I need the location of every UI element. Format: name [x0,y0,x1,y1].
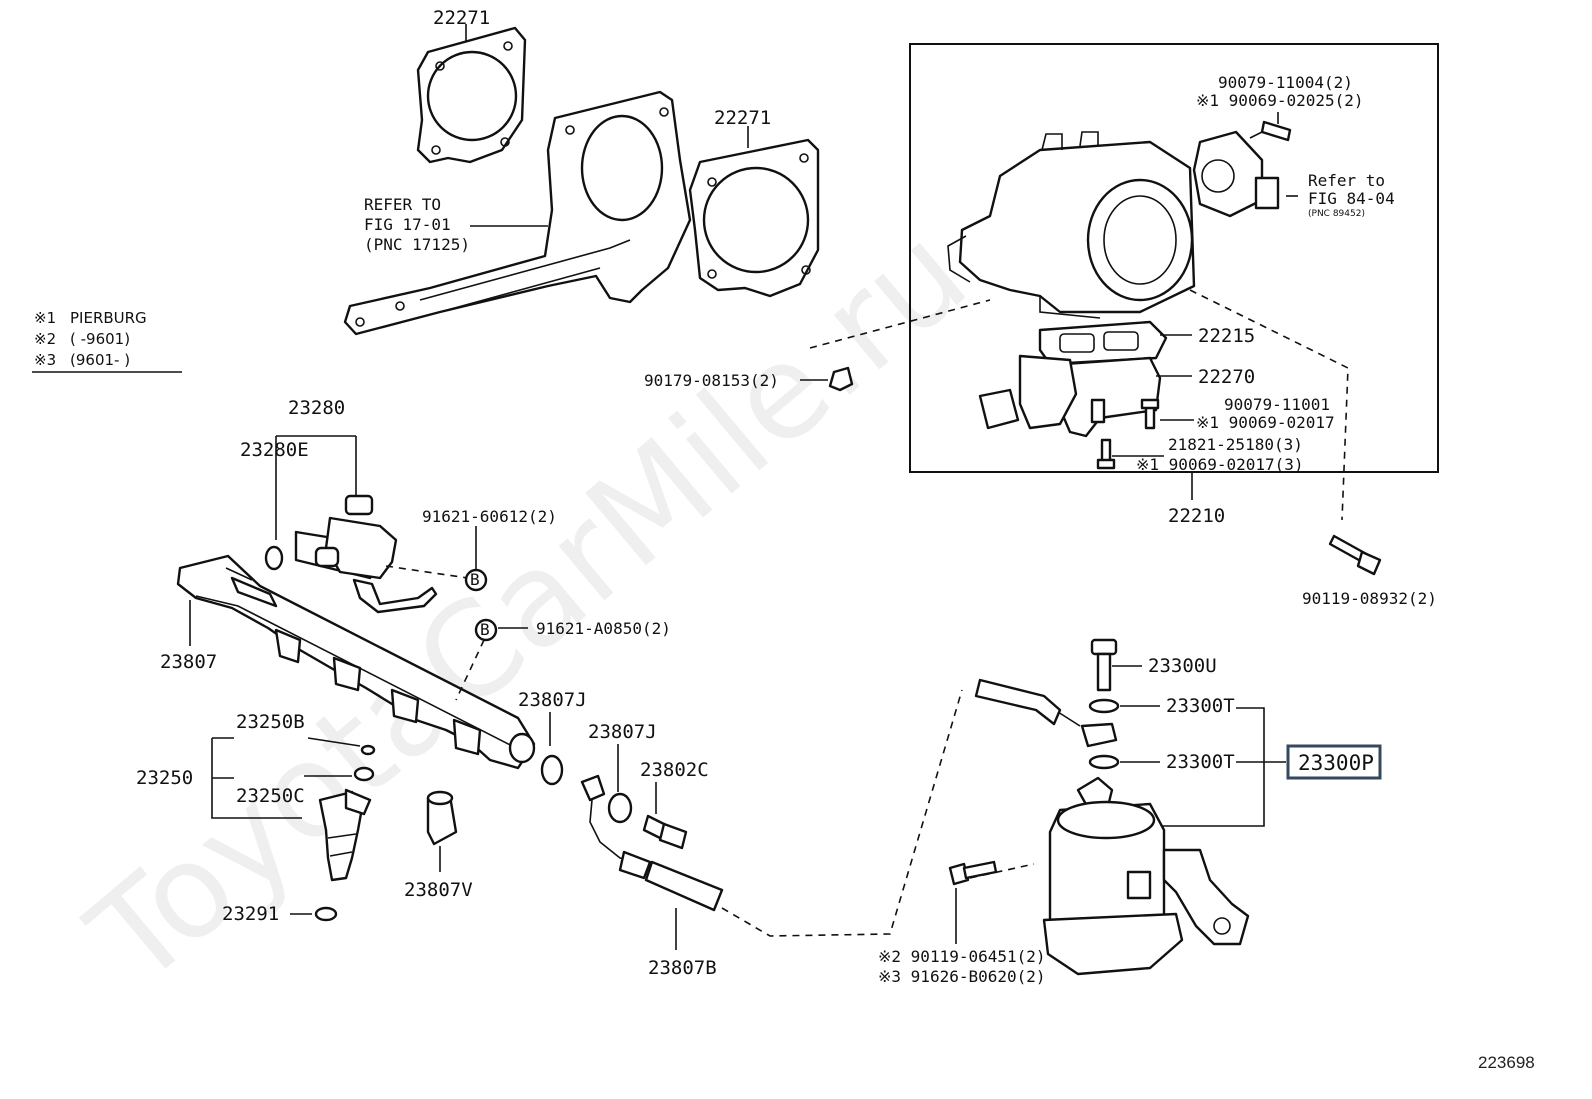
screw-90079-11001 [1140,398,1160,430]
oring-23250C [353,766,375,782]
throttle-position-sensor [1192,130,1280,218]
bracket-23250 [211,738,302,819]
label-23300U: 23300U [1148,655,1217,677]
legend-item-1-text: PIERBURG [70,309,147,327]
gasket-22271-top [416,26,527,164]
injector-23250 [318,788,372,882]
oring-23280E [264,545,284,571]
insulator-23807V [426,790,458,846]
intake-bracket [343,90,692,336]
label-23291: 23291 [222,903,279,925]
nut-90179-08153 [828,366,854,392]
clip-23250B [360,744,376,756]
marker-b-2-label: B [480,620,490,639]
refer-17-line3: (PNC 17125) [364,235,470,254]
oring-23807J-a [540,754,564,786]
label-23250B: 23250B [236,711,305,733]
label-23280E: 23280E [240,439,309,461]
throttle-body-box [909,43,1439,473]
dash-90119-08932 [1189,289,1349,521]
legend-item-1: ※1 [34,309,56,327]
label-23807J-b: 23807J [588,721,657,743]
label-91626-B0620: ※3 91626-B0620(2) [878,967,1046,986]
label-21821-25180: 21821-25180(3) [1168,435,1303,454]
label-22270: 22270 [1198,366,1255,388]
marker-b-1-label: B [470,570,480,589]
washer-23300T-b [1088,754,1120,770]
gasket-22271-right [688,138,820,298]
label-23300T-b: 23300T [1166,751,1235,773]
refer-17-line1: REFER TO [364,195,441,214]
label-90119-08932: 90119-08932(2) [1302,589,1437,608]
legend-item-3: ※3 [34,351,56,369]
label-90069-02017b: ※1 90069-02017(3) [1136,455,1304,474]
label-23807J-a: 23807J [518,689,587,711]
watermark-text: ToyotaCarMile.ru [61,197,994,1014]
label-91621-60612: 91621-60612(2) [422,507,557,526]
bolt-23802C [642,814,688,850]
label-90079-11004: 90079-11004(2) [1218,73,1353,92]
refer-84-line1: Refer to [1308,171,1385,190]
label-23807: 23807 [160,651,217,673]
bolt-23300U [1090,638,1118,692]
label-22210: 22210 [1168,505,1225,527]
label-23250C: 23250C [236,785,305,807]
label-90179-08153: 90179-08153(2) [644,371,779,390]
refer-17-line2: FIG 17-01 [364,215,451,234]
bolt-90119-08932 [1328,534,1382,576]
dash-91621-60612 [385,565,469,579]
label-23250: 23250 [136,767,193,789]
fuel-hose-23807B [580,774,724,912]
gasket-22215 [1038,320,1168,366]
legend: ※1 PIERBURG ※2 ( -9601) ※3 (9601- ) [32,309,182,373]
pressure-regulator-23280 [294,494,438,614]
dash-91621-A0850 [455,639,485,701]
legend-item-2: ※2 [34,330,56,348]
figure-number: 223698 [1478,1053,1535,1072]
label-23280: 23280 [288,397,345,419]
lead-23250B [307,737,361,747]
oring-23291 [314,906,338,922]
dash-90119-06451 [969,863,1035,879]
label-23300T-a: 23300T [1166,695,1235,717]
bracket-23300P [1134,707,1265,827]
legend-item-3-text: (9601- ) [70,351,130,369]
label-23300P: 23300P [1298,751,1374,775]
label-23807V: 23807V [404,879,473,901]
idle-air-control-22270 [978,354,1162,438]
label-90079-11001: 90079-11001 [1224,395,1330,414]
refer-84-line2: FIG 84-04 [1308,189,1395,208]
screw-21821-25180 [1096,438,1116,470]
fuel-filter-23300 [1042,776,1250,976]
label-23807B: 23807B [648,957,717,979]
label-22271-top: 22271 [433,7,490,29]
label-91621-A0850: 91621-A0850(2) [536,619,671,638]
label-90069-02017a: ※1 90069-02017 [1196,413,1335,432]
label-22215: 22215 [1198,325,1255,347]
label-23802C: 23802C [640,759,709,781]
fuel-hose-upper [974,678,1081,727]
label-22271-right: 22271 [714,107,771,129]
label-90119-06451: ※2 90119-06451(2) [878,947,1046,966]
banjo-fitting [1080,722,1118,748]
dash-90179 [809,299,991,349]
bolt-90119-06451 [948,860,998,886]
highlight-23300P[interactable] [1286,744,1382,780]
fuel-rail-23807 [176,554,536,770]
dash-fuel-line [721,689,963,937]
washer-23300T-a [1088,698,1120,714]
oring-23807J-b [607,792,633,824]
throttle-body [947,131,1196,319]
label-90069-02025: ※1 90069-02025(2) [1196,91,1364,110]
legend-item-2-text: ( -9601) [70,330,130,348]
marker-b-2 [474,618,498,642]
refer-84-line3: (PNC 89452) [1308,209,1365,219]
screw-90079-11004 [1249,120,1292,142]
